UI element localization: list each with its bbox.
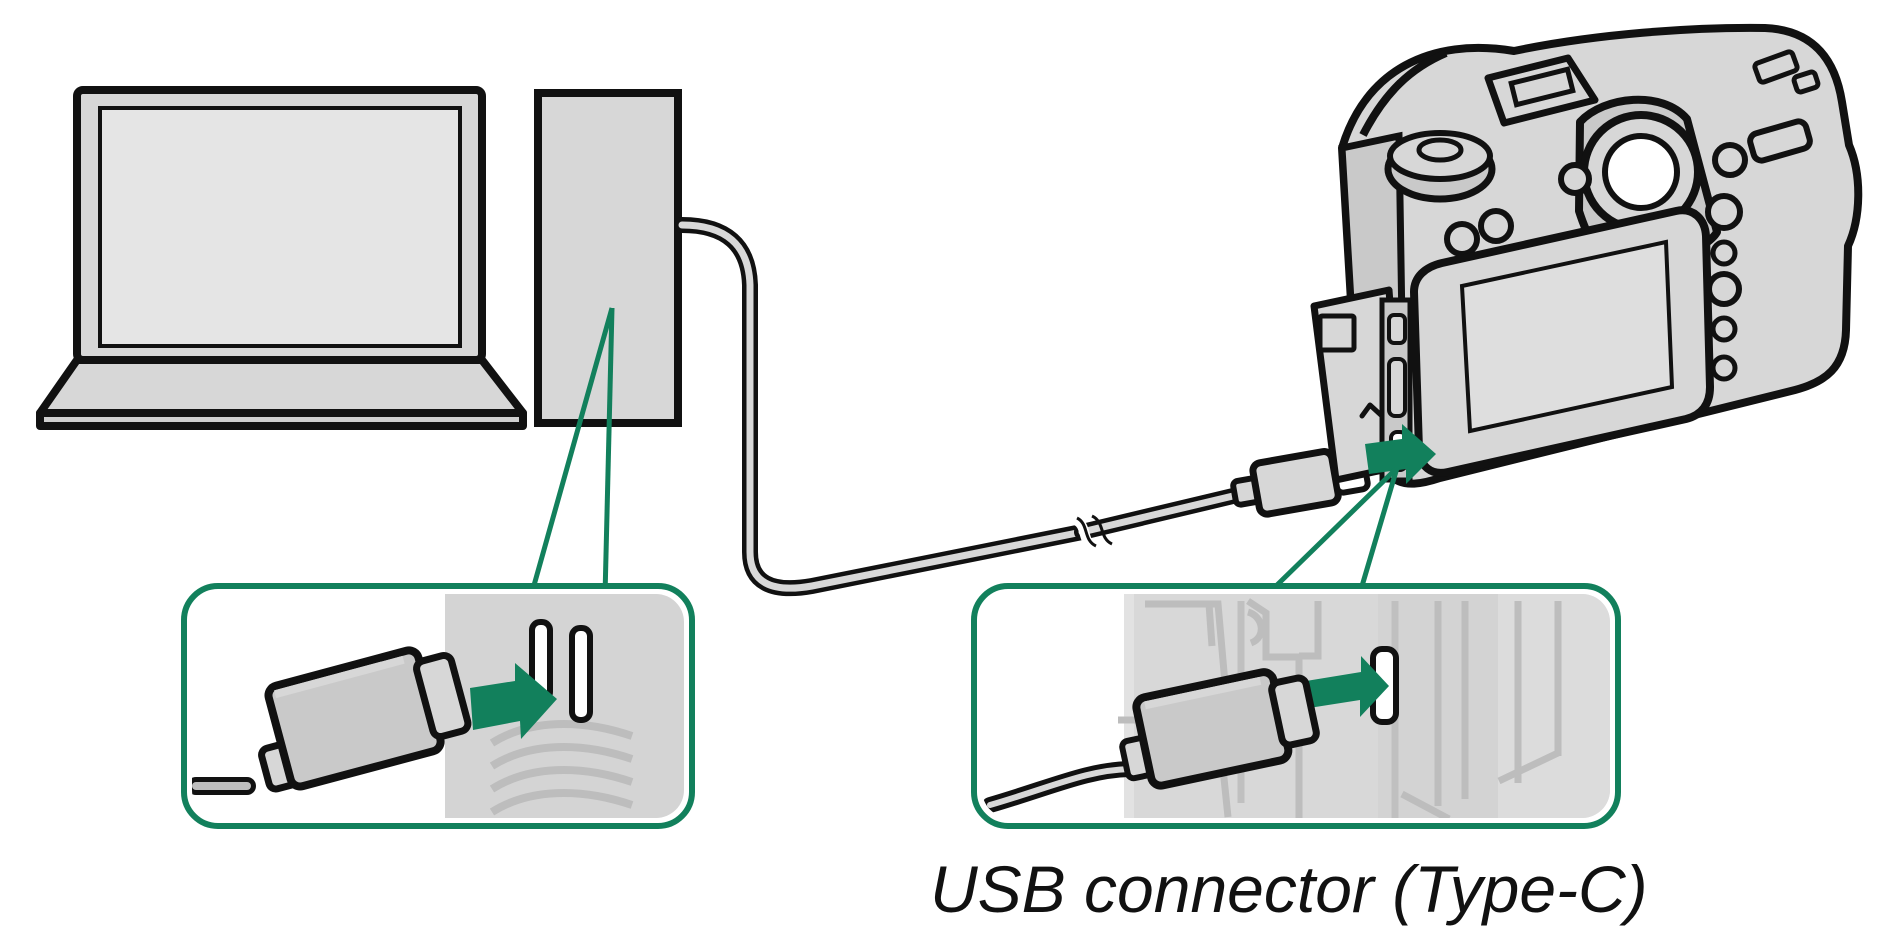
camera-port-callout	[971, 466, 1621, 829]
usb-connector-caption: USB connector (Type-C)	[930, 852, 1648, 926]
laptop-icon	[36, 86, 527, 430]
usb-cable-icon	[674, 217, 1371, 597]
computer-port-callout	[181, 307, 695, 829]
desktop-tower-icon	[534, 89, 682, 427]
camera-icon	[1310, 23, 1863, 488]
insert-arrow-icon	[1365, 424, 1436, 484]
